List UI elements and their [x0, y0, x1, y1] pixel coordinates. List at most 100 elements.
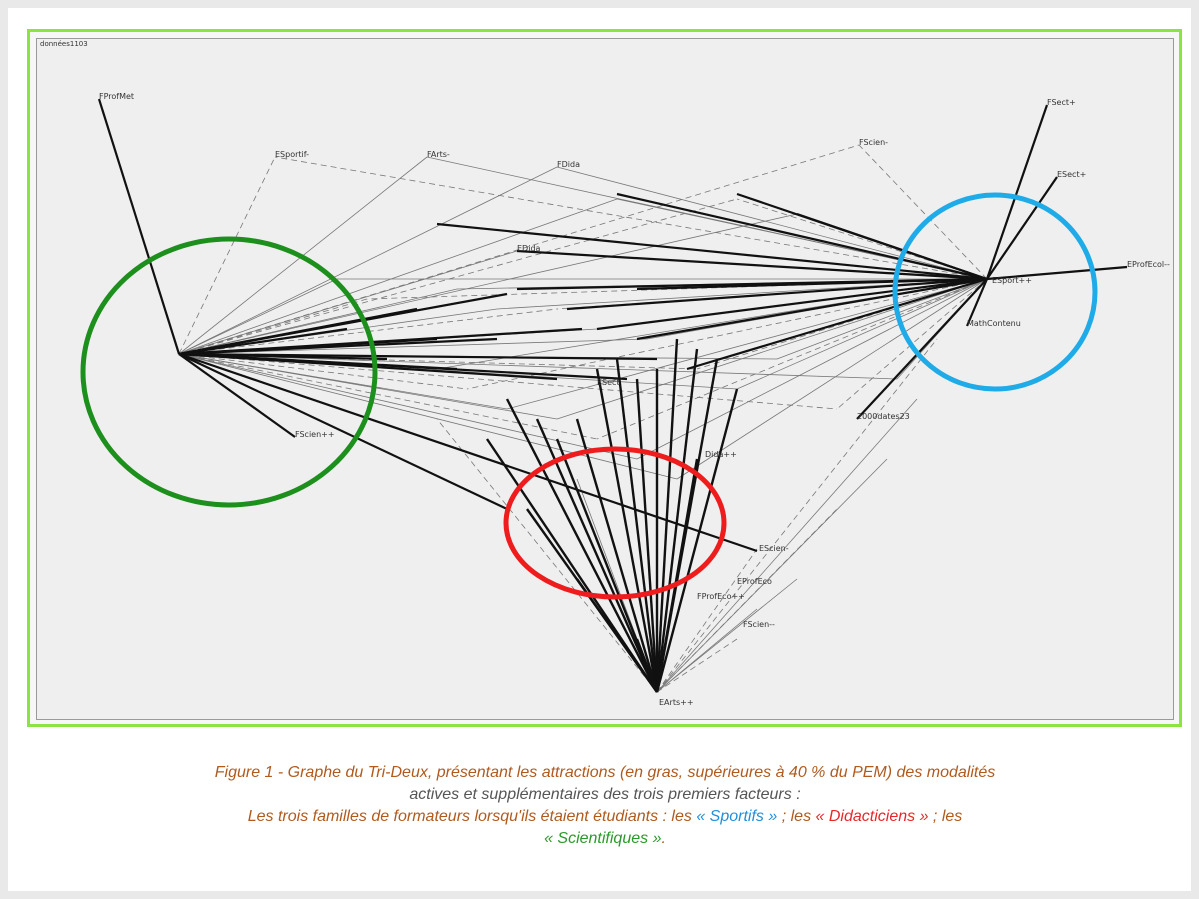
- bold-edge: [178, 292, 508, 356]
- caption-line-2: actives et supplémentaires des trois pre…: [30, 784, 1180, 806]
- thin-edge: [178, 353, 678, 480]
- bold-edge: [516, 277, 988, 291]
- caption-text-2: actives et supplémentaires des trois pre…: [409, 786, 801, 803]
- bold-edge: [655, 458, 699, 693]
- node-label: ESportif-: [275, 150, 309, 159]
- node-label: 2000dates23: [857, 412, 910, 421]
- node-label: FDida: [557, 160, 580, 169]
- bold-edge: [575, 418, 659, 693]
- thin-edge: [178, 298, 368, 355]
- bold-edge: [596, 277, 988, 331]
- thin-edge: [636, 278, 988, 460]
- bold-edge: [986, 265, 1128, 281]
- caption-text-1: Figure 1 - Graphe du Tri-Deux, présentan…: [214, 764, 996, 781]
- node-label: EDida: [517, 244, 541, 253]
- node-label: EProfEco: [737, 577, 772, 586]
- thin-edge: [178, 288, 458, 355]
- bold-edge: [655, 388, 739, 693]
- thin-edge: [178, 166, 558, 355]
- didacticiens-circle: [503, 446, 727, 600]
- node-label: EArts++: [659, 698, 694, 707]
- thin-edge: [506, 278, 988, 410]
- bold-edge: [486, 438, 658, 693]
- bold-edge: [856, 278, 988, 420]
- caption-line-4: « Scientifiques ».: [30, 828, 1180, 850]
- thin-edge: [178, 278, 338, 355]
- node-label: FProfEco++: [697, 592, 745, 601]
- figure-caption: Figure 1 - Graphe du Tri-Deux, présentan…: [30, 762, 1180, 850]
- bold-edge: [655, 348, 699, 693]
- thin-edge: [656, 338, 938, 693]
- thin-edge: [274, 156, 988, 280]
- bold-edge: [178, 353, 296, 438]
- bold-edge: [986, 176, 1058, 280]
- thin-edge: [736, 278, 988, 390]
- bold-edge: [965, 278, 989, 327]
- thin-edge: [178, 198, 738, 355]
- bold-edge: [595, 368, 659, 693]
- node-label: EProfEcol--: [1127, 260, 1170, 269]
- bold-edge: [178, 337, 438, 356]
- bold-edge: [505, 398, 659, 693]
- caption-group-sportifs: « Sportifs »: [696, 808, 778, 825]
- thin-edge: [776, 278, 988, 360]
- thin-edge: [178, 144, 860, 355]
- bold-edge: [516, 249, 988, 281]
- node-label: FArts-: [427, 150, 450, 159]
- thin-edge: [656, 548, 758, 693]
- thin-edge: [178, 250, 518, 355]
- thin-edge: [656, 398, 918, 693]
- node-label: ESport++: [992, 276, 1032, 285]
- bold-edge: [686, 277, 988, 371]
- node-label: ESect: [597, 378, 620, 387]
- thin-edge: [178, 353, 898, 380]
- caption-sep-2: ; les: [932, 808, 963, 825]
- thin-edge: [178, 338, 648, 355]
- caption-group-didacticiens: « Didacticiens »: [815, 808, 929, 825]
- bold-edge: [576, 578, 658, 693]
- thin-edge: [178, 353, 598, 440]
- node-label: ESect+: [1057, 170, 1086, 179]
- caption-end: .: [661, 830, 666, 847]
- bold-edge: [566, 277, 988, 311]
- thin-edge: [858, 144, 988, 280]
- bold-edge: [178, 352, 758, 553]
- thin-edge: [178, 353, 638, 460]
- bold-edge: [178, 352, 388, 361]
- thin-edge: [656, 638, 738, 693]
- thin-edge: [178, 198, 618, 355]
- node-label: FScien++: [295, 430, 335, 439]
- node-label: EScien-: [759, 544, 789, 553]
- node-label: MathContenu: [967, 319, 1021, 328]
- thin-edge: [676, 278, 988, 480]
- bold-edge: [535, 418, 659, 693]
- bold-edge: [635, 378, 659, 693]
- thin-edge: [596, 278, 988, 440]
- node-label: FProfMet: [99, 92, 134, 101]
- bold-edge: [97, 98, 181, 355]
- bold-edge: [616, 192, 988, 281]
- sportifs-circle: [892, 192, 1098, 392]
- thin-edge: [178, 213, 798, 355]
- thin-edge: [178, 353, 698, 370]
- node-label: FScien-: [859, 138, 888, 147]
- thin-edge: [178, 156, 276, 355]
- thin-edge: [556, 278, 988, 420]
- thin-edge: [656, 458, 888, 693]
- thin-edge: [178, 353, 558, 420]
- node-label: FScien--: [743, 620, 775, 629]
- thin-edge: [656, 578, 798, 693]
- bold-edge: [178, 353, 508, 510]
- node-label: Dida++: [705, 450, 737, 459]
- bold-edge: [655, 338, 679, 693]
- scientifiques-circle: [80, 236, 378, 508]
- plot-corner-tag: données1103: [40, 40, 88, 48]
- caption-line-1: Figure 1 - Graphe du Tri-Deux, présentan…: [30, 762, 1180, 784]
- bold-edge: [615, 358, 659, 693]
- bold-edge: [178, 352, 628, 381]
- bold-edge: [635, 638, 659, 693]
- node-label: FSect+: [1047, 98, 1076, 107]
- bold-edge: [985, 104, 1049, 280]
- caption-text-3: Les trois familles de formateurs lorsqu'…: [247, 808, 692, 825]
